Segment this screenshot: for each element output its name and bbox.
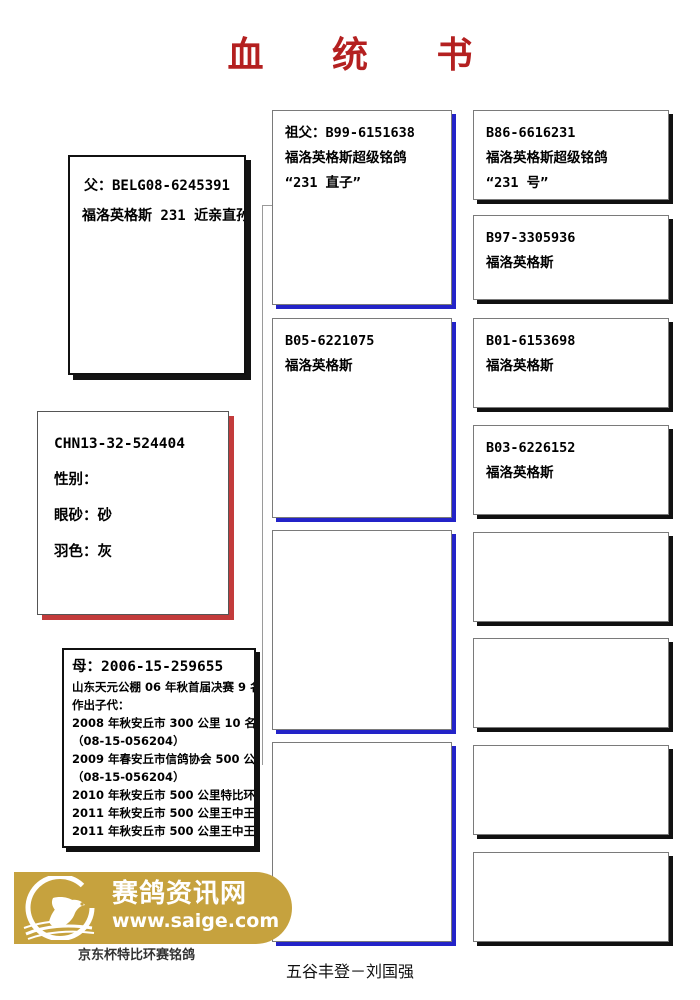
footer-owner: 五谷丰登－刘国强	[285, 962, 414, 981]
mother-record: 2011 年秋安丘市 500 公里王中王特比环季军	[72, 824, 256, 838]
card-right-4[interactable]: B03-6226152 福洛英格斯	[473, 425, 669, 515]
right-3-description: 福洛英格斯	[486, 358, 554, 374]
pigeon-logo-icon	[23, 876, 95, 940]
card-right-8[interactable]	[473, 852, 669, 942]
mother-record: （08-15-056204）	[72, 734, 185, 748]
father-description: 福洛英格斯 231 近亲直孙	[82, 208, 246, 224]
mother-record: （08-15-056204）	[72, 770, 185, 784]
right-2-description: 福洛英格斯	[486, 255, 554, 271]
card-right-1[interactable]: B86-6616231 福洛英格斯超级铭鸽 “231 号”	[473, 110, 669, 200]
mother-record: 2011 年秋安丘市 500 公里王中王特比环亚军	[72, 806, 256, 820]
father-ring: 父：BELG08-6245391	[83, 178, 230, 194]
connector-father-vertical	[262, 205, 263, 765]
right-4-ring: B03-6226152	[486, 440, 576, 456]
watermark-banner: 赛鸽资讯网 www.saige.com	[14, 872, 292, 944]
right-1-nickname: “231 号”	[486, 175, 549, 191]
subject-eye-color: 眼砂：砂	[54, 508, 112, 524]
card-right-5[interactable]	[473, 532, 669, 622]
grandfather-ring: 祖父：B99-6151638	[285, 125, 415, 141]
grandfather-description: 福洛英格斯超级铭鸽	[285, 150, 407, 166]
right-4-description: 福洛英格斯	[486, 465, 554, 481]
card-subject-bird[interactable]: CHN13-32-524404 性别： 眼砂：砂 羽色：灰	[37, 411, 229, 615]
card-right-2[interactable]: B97-3305936 福洛英格斯	[473, 215, 669, 300]
watermark-url: www.saige.com	[112, 910, 280, 932]
watermark-site-name: 赛鸽资讯网	[112, 879, 248, 909]
card-middle-2[interactable]: B05-6221075 福洛英格斯	[272, 318, 452, 518]
middle-2-ring: B05-6221075	[285, 333, 375, 349]
subject-feather-color: 羽色：灰	[54, 544, 112, 560]
right-2-ring: B97-3305936	[486, 230, 576, 246]
mother-record: 作出子代：	[72, 698, 130, 712]
page-title: 血 统 书	[227, 34, 501, 76]
connector-grandparent-vertical	[262, 205, 272, 206]
obscured-caption: 京东杯特比环赛铭鸽	[78, 948, 196, 963]
card-right-3[interactable]: B01-6153698 福洛英格斯	[473, 318, 669, 408]
subject-sex: 性别：	[54, 472, 98, 488]
right-1-description: 福洛英格斯超级铭鸽	[486, 150, 608, 166]
mother-ring: 母：2006-15-259655	[72, 659, 224, 675]
grandfather-nickname: “231 直子”	[285, 175, 361, 191]
mother-record: 山东天元公棚 06 年秋首届决赛 9 名	[72, 680, 256, 694]
card-father[interactable]: 父：BELG08-6245391 福洛英格斯 231 近亲直孙	[68, 155, 246, 375]
middle-2-description: 福洛英格斯	[285, 358, 353, 374]
right-1-ring: B86-6616231	[486, 125, 576, 141]
card-grandfather[interactable]: 祖父：B99-6151638 福洛英格斯超级铭鸽 “231 直子”	[272, 110, 452, 305]
card-middle-4[interactable]	[272, 742, 452, 942]
watermark-text-group: 赛鸽资讯网 www.saige.com	[112, 879, 288, 933]
right-3-ring: B01-6153698	[486, 333, 576, 349]
card-right-6[interactable]	[473, 638, 669, 728]
card-right-7[interactable]	[473, 745, 669, 835]
mother-record: 2010 年秋安丘市 500 公里特比环冠军	[72, 788, 256, 802]
mother-record: 2008 年秋安丘市 300 公里 10 名	[72, 716, 256, 730]
card-middle-3[interactable]	[272, 530, 452, 730]
subject-ring-number: CHN13-32-524404	[54, 436, 185, 452]
card-mother[interactable]: 母：2006-15-259655 山东天元公棚 06 年秋首届决赛 9 名 作出…	[62, 648, 256, 848]
mother-record: 2009 年春安丘市信鸽协会 500 公里亚军	[72, 752, 256, 766]
